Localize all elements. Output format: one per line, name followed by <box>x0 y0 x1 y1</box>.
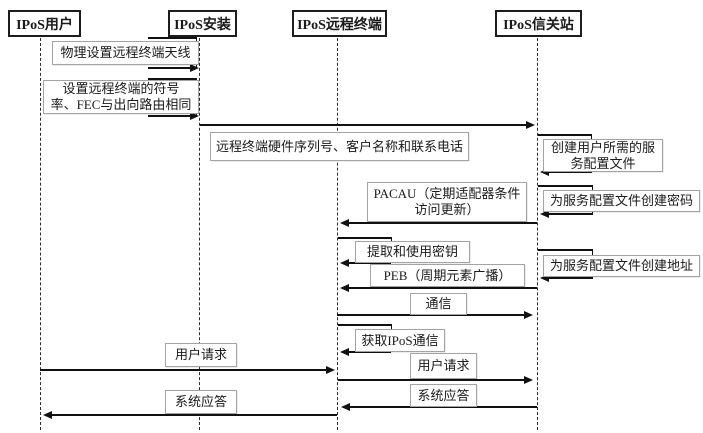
message-line <box>148 37 197 39</box>
arrowhead-right-icon <box>190 64 199 72</box>
arrowhead-left-icon <box>340 259 349 267</box>
message-label: 创建用户所需的服 <box>550 139 655 155</box>
message-label-box: 设置远程终端的符号 率、FEC与出向路由相同 <box>43 80 199 114</box>
message-line <box>549 213 593 215</box>
message-label-box: 创建用户所需的服 务配置文件 <box>543 139 663 172</box>
message-label-box: 提取和使用密钥 <box>355 241 470 263</box>
message-label-box: 用户请求 <box>165 343 237 367</box>
arrowhead-left-icon <box>340 284 349 292</box>
message-line <box>549 277 593 279</box>
message-label: 务配置文件 <box>570 155 636 171</box>
actor-box-ipos-install: IPoS安装 <box>168 10 237 37</box>
arrowhead-right-icon <box>524 376 533 384</box>
message-line <box>349 222 537 224</box>
message-label: PEB（周期元素广播） <box>383 267 512 283</box>
message-line <box>200 124 526 126</box>
arrowhead-left-icon <box>340 348 349 356</box>
message-label-box: 为服务配置文件创建密码 <box>543 190 700 212</box>
arrowhead-right-icon <box>526 121 535 129</box>
message-line <box>538 185 593 187</box>
message-label-box: 获取IPoS通信 <box>355 329 445 352</box>
message-label-box: PACAU（定期适配器条件 访问更新） <box>367 182 527 222</box>
message-label: 率、FEC与出向路由相同 <box>50 97 192 112</box>
actor-box-ipos-gateway: IPoS信关站 <box>495 10 582 37</box>
arrowhead-left-icon <box>341 403 350 411</box>
actor-box-ipos-user: IPoS用户 <box>8 10 81 37</box>
message-label: 系统应答 <box>174 394 227 409</box>
lifeline-ipos-gateway <box>537 33 538 430</box>
message-line <box>148 78 197 80</box>
message-line <box>148 67 190 69</box>
arrowhead-left-icon <box>540 168 549 176</box>
arrowhead-right-icon <box>326 366 335 374</box>
message-label: 用户请求 <box>417 358 470 373</box>
arrowhead-left-icon <box>43 411 52 419</box>
message-label: PACAU（定期适配器条件 <box>373 186 521 201</box>
message-line <box>349 287 537 289</box>
message-label: 为服务配置文件创建地址 <box>549 258 693 273</box>
lifeline-ipos-install <box>199 33 200 430</box>
arrowhead-right-icon <box>524 311 533 319</box>
lifeline-ipos-user <box>40 33 41 430</box>
message-line <box>148 115 190 117</box>
message-label-box: 用户请求 <box>410 353 477 379</box>
message-line <box>338 324 392 326</box>
lifeline-ipos-remote-terminal <box>337 33 338 430</box>
message-label-box: 远程终端硬件序列号、客户名称和联系电话 <box>210 132 469 161</box>
message-line <box>538 134 592 136</box>
arrowhead-left-icon <box>340 219 349 227</box>
message-label-box: 物理设置远程终端天线 <box>52 41 199 65</box>
message-label-box: PEB（周期元素广播） <box>370 264 525 287</box>
message-label-box: 通信 <box>410 293 467 315</box>
message-label: 提取和使用密钥 <box>366 244 458 259</box>
message-label: 设置远程终端的符号 <box>62 81 180 96</box>
arrowhead-left-icon <box>540 274 549 282</box>
message-label: 物理设置远程终端天线 <box>60 45 191 60</box>
message-label: 系统应答 <box>417 387 470 403</box>
message-label: 为服务配置文件创建密码 <box>549 193 693 208</box>
message-label: 用户请求 <box>174 347 227 362</box>
message-label: 访问更新） <box>414 202 480 217</box>
message-label-box: 系统应答 <box>165 390 237 414</box>
message-line <box>538 249 593 251</box>
message-line <box>338 237 392 239</box>
arrowhead-right-icon <box>190 112 199 120</box>
message-label-box: 系统应答 <box>410 384 477 407</box>
message-label: 获取IPoS通信 <box>361 332 439 348</box>
message-label-box: 为服务配置文件创建地址 <box>543 255 700 277</box>
arrowhead-left-icon <box>540 210 549 218</box>
message-label: 远程终端硬件序列号、客户名称和联系电话 <box>215 138 463 154</box>
message-line <box>338 379 524 381</box>
message-line <box>52 414 337 416</box>
actor-box-ipos-remote-terminal: IPoS远程终端 <box>292 10 387 37</box>
message-line <box>40 369 326 371</box>
message-label: 通信 <box>425 296 452 311</box>
